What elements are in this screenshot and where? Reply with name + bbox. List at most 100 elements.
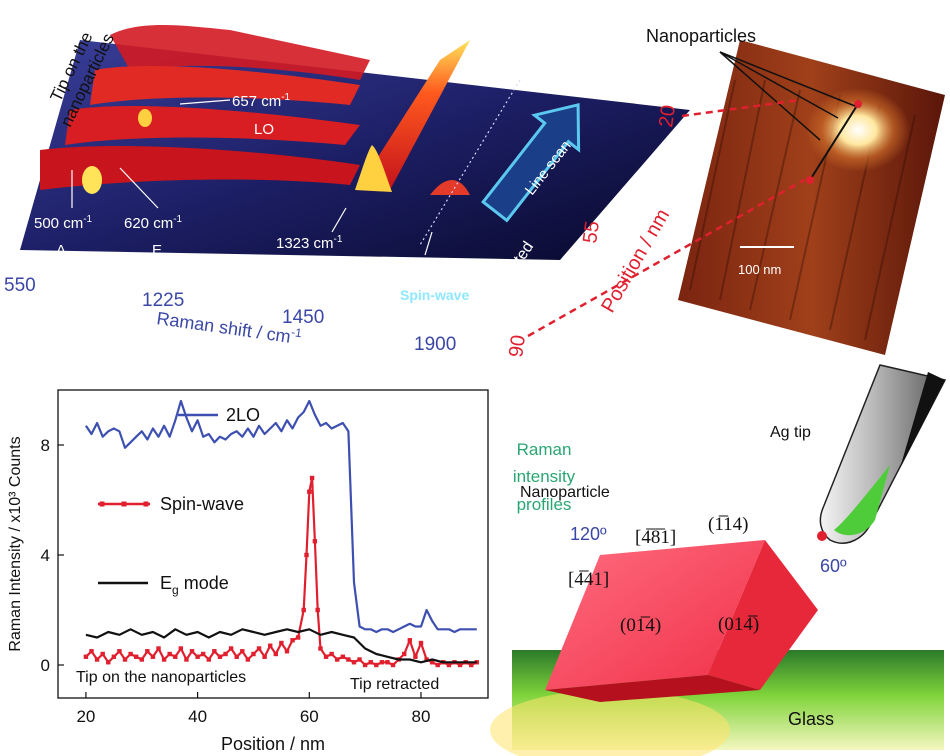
x-tick-label: 20 bbox=[76, 707, 95, 726]
x-tick: 1225 bbox=[142, 290, 184, 311]
peak-620-annotation: 620 cm-1 Eg bbox=[119, 167, 183, 262]
svg-text:2LO: 2LO bbox=[302, 261, 330, 278]
svg-text:657 cm-1: 657 cm-1 bbox=[232, 92, 291, 110]
data-point bbox=[178, 646, 184, 651]
angle-120-label: 120º bbox=[570, 524, 607, 544]
data-point bbox=[133, 654, 139, 659]
svg-text:500 cm-1: 500 cm-1 bbox=[34, 214, 93, 232]
data-point bbox=[212, 649, 217, 654]
legend-label: Eg mode bbox=[160, 573, 229, 597]
nanoparticle-side-face bbox=[708, 540, 818, 690]
data-point bbox=[379, 660, 385, 665]
nanoparticles-title: Nanoparticles bbox=[646, 26, 756, 46]
data-point bbox=[346, 657, 351, 662]
data-point bbox=[195, 654, 200, 659]
glass-label: Glass bbox=[788, 709, 834, 729]
angle-60-label: 60º bbox=[820, 556, 847, 576]
data-point bbox=[469, 662, 474, 668]
panel-d-schematic: Ag tip Nanoparticle Glass 120º 60º (1̅14… bbox=[490, 364, 947, 756]
data-point bbox=[184, 657, 189, 662]
svg-text:LO: LO bbox=[254, 121, 274, 138]
legend-marker bbox=[143, 501, 149, 507]
y-tick-label: 8 bbox=[41, 436, 50, 455]
position-tick: 20 bbox=[655, 104, 680, 129]
data-point bbox=[111, 654, 117, 659]
data-point bbox=[139, 657, 144, 662]
data-point bbox=[167, 651, 172, 657]
ag-tip-label: Ag tip bbox=[770, 424, 811, 441]
data-point bbox=[94, 657, 100, 662]
data-point bbox=[340, 654, 346, 659]
data-point bbox=[279, 640, 284, 646]
data-point bbox=[418, 640, 424, 646]
data-point bbox=[307, 489, 312, 494]
data-point bbox=[223, 651, 228, 657]
data-point bbox=[89, 649, 94, 654]
legend-label: Spin-wave bbox=[160, 494, 244, 514]
x-tick: 550 bbox=[4, 275, 36, 296]
y-tick-label: 0 bbox=[41, 656, 50, 675]
data-point bbox=[150, 654, 156, 659]
data-point bbox=[335, 657, 340, 662]
svg-text:A1g: A1g bbox=[56, 242, 77, 262]
legend-marker bbox=[121, 501, 127, 507]
data-point bbox=[295, 635, 301, 640]
facet-label: [4̅8̅1] bbox=[635, 527, 676, 548]
data-point bbox=[206, 657, 211, 662]
data-point bbox=[323, 654, 329, 659]
annotation-line: profiles bbox=[517, 495, 572, 514]
data-point bbox=[301, 607, 306, 613]
y-tick-label: 4 bbox=[41, 546, 50, 565]
data-point bbox=[161, 657, 167, 662]
data-point bbox=[262, 654, 267, 659]
panel-b-afm-image: 100 nm Nanoparticles bbox=[527, 26, 945, 355]
data-point bbox=[234, 654, 239, 659]
data-point bbox=[217, 654, 223, 659]
plot-frame bbox=[57, 389, 489, 699]
data-point bbox=[106, 660, 111, 665]
line-scan-arrow-icon bbox=[481, 102, 581, 223]
nanoparticle-label: Nanoparticle bbox=[520, 484, 610, 501]
data-point bbox=[245, 657, 251, 662]
peak-1323-annotation: 1323 cm-1 2LO bbox=[276, 207, 347, 278]
data-point bbox=[318, 646, 323, 651]
data-point bbox=[189, 649, 195, 654]
data-point bbox=[402, 651, 407, 657]
svg-text:1587 cm-1: 1587 cm-1 bbox=[390, 261, 457, 279]
data-point bbox=[200, 651, 206, 657]
x-tick-label: 40 bbox=[188, 707, 207, 726]
data-point bbox=[315, 607, 320, 613]
facet-label: (01̅4) bbox=[620, 615, 661, 636]
data-point bbox=[446, 662, 452, 668]
data-point bbox=[273, 651, 278, 657]
data-point bbox=[156, 646, 161, 651]
peak-500-annotation: 500 cm-1 A1g bbox=[34, 170, 93, 262]
data-point bbox=[117, 649, 122, 654]
ag-tip-icon bbox=[817, 364, 947, 544]
svg-text:1323 cm-1: 1323 cm-1 bbox=[276, 234, 343, 252]
data-point bbox=[228, 646, 234, 651]
data-point bbox=[290, 638, 295, 643]
data-point bbox=[435, 662, 440, 668]
data-point bbox=[240, 649, 245, 654]
svg-text:Spin-wave: Spin-wave bbox=[400, 287, 469, 303]
x-axis-label: Position / nm bbox=[221, 734, 325, 754]
data-point bbox=[268, 643, 273, 648]
facet-label: (014̅) bbox=[718, 614, 759, 635]
tip-on-nanoparticles-label: Tip on the nanoparticles bbox=[76, 669, 246, 686]
facet-label: (1̅14) bbox=[708, 514, 748, 535]
facet-label: [4̅41] bbox=[568, 569, 609, 590]
raman-shift-axis-label: Raman shift / cm-1 bbox=[155, 306, 303, 348]
data-point bbox=[284, 649, 290, 654]
y-axis-label: Raman Intensity / x10³ Counts bbox=[7, 436, 24, 651]
legend-label: 2LO bbox=[226, 405, 260, 425]
series-line-eg-mode bbox=[85, 628, 477, 664]
data-point bbox=[368, 660, 373, 665]
svg-text:620 cm-1: 620 cm-1 bbox=[124, 214, 183, 232]
data-point bbox=[256, 646, 262, 651]
data-point bbox=[329, 651, 334, 657]
svg-text:Eg: Eg bbox=[152, 242, 168, 262]
data-point bbox=[351, 660, 357, 665]
